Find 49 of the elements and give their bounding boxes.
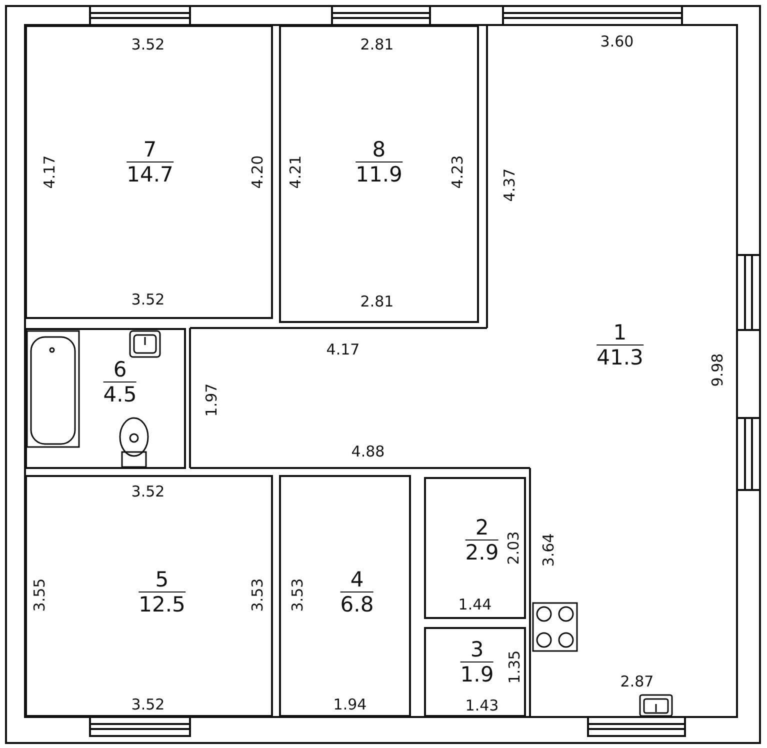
room-area: 4.5 [103,382,137,406]
dimension-label: 3.52 [131,36,165,54]
room-area: 2.9 [465,540,499,564]
room-outline [424,477,526,619]
room-outline [25,25,273,319]
room-area: 12.5 [138,592,186,616]
dimension-label: 2.81 [360,294,394,310]
dimension-label: 4.17 [326,342,360,358]
dimension-label: 3.60 [600,34,634,50]
room-number: 4 [340,568,374,592]
room-number: 2 [465,516,499,540]
room-outline [279,25,479,323]
room-number: 3 [460,638,494,662]
dimension-label: 3.64 [540,533,558,567]
dimension-label: 3.52 [131,696,165,714]
dimension-label: 4.23 [450,155,466,189]
dimension-label: 4.17 [42,155,58,189]
dimension-label: 4.37 [502,168,518,202]
dimension-label: 3.53 [250,578,266,612]
dimension-label: 4.88 [351,444,385,460]
room-number: 1 [596,320,644,346]
dimension-label: 3.53 [290,578,306,612]
room-area: 1.9 [460,662,494,686]
room-area: 6.8 [340,592,374,616]
room-number: 7 [126,138,174,162]
dimension-label: 2.03 [506,531,522,565]
room-number: 5 [138,568,186,592]
dimension-label: 1.44 [458,596,492,614]
dimension-label: 3.52 [131,484,165,500]
room-outline [279,475,411,717]
room-area: 11.9 [356,162,402,186]
dimension-label: 4.21 [288,155,304,189]
dimension-label: 1.94 [333,696,367,714]
room-number: 6 [103,358,137,382]
dimension-label: 2.81 [360,36,394,54]
dimension-label: 1.97 [204,383,220,417]
dimension-label: 1.35 [506,650,524,684]
room-outline [424,627,526,717]
room-area: 14.7 [126,162,174,186]
dimension-label: 3.52 [131,292,165,308]
dimension-label: 3.55 [32,578,48,612]
dimension-label: 4.20 [250,155,266,189]
dimension-label: 9.98 [710,353,726,387]
dimension-label: 1.43 [465,698,499,714]
room-number: 8 [356,138,402,162]
room-outline [25,328,186,469]
room-outline [25,475,273,717]
dimension-label: 2.87 [620,674,654,690]
room-area: 41.3 [596,346,644,370]
